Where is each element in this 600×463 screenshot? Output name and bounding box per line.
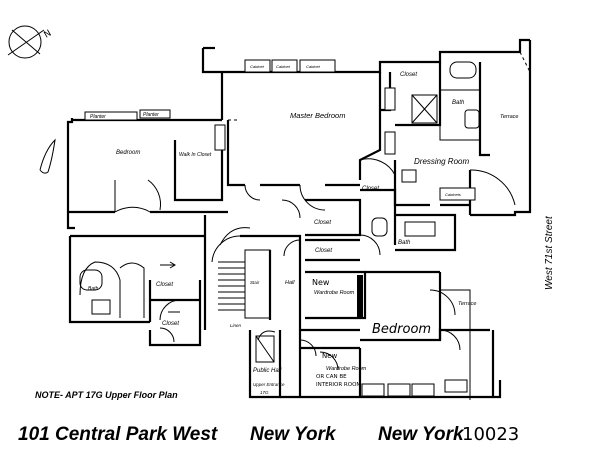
room-label-upper-entrance: Upper Entrance <box>253 382 285 387</box>
stair-arrows <box>160 261 180 313</box>
svg-text:Cabinets: Cabinets <box>445 192 461 197</box>
room-label-linen: Linen <box>230 323 242 328</box>
room-label-terrace-right: Terrace <box>458 301 476 307</box>
svg-text:Cabinet: Cabinet <box>306 64 321 69</box>
reference-lines <box>228 51 531 121</box>
fixtures: Cabinet Cabinet Cabinet Cabinets <box>79 59 480 397</box>
handwritten-notes: New Bedroom New OR CAN BE INTERIOR ROOM <box>312 278 431 388</box>
compass-label: N <box>43 29 54 41</box>
handwritten-new-2: New <box>322 352 338 360</box>
room-label-master-bedroom: Master Bedroom <box>290 111 345 120</box>
room-label-wardrobe-2: Wardrobe Room <box>326 366 367 372</box>
handwritten-or-can-be: OR CAN BE <box>316 374 347 380</box>
svg-text:Planter: Planter <box>143 112 159 118</box>
address: 101 Central Park West New York New York … <box>18 424 519 445</box>
room-label-hall: Hall <box>285 280 295 286</box>
room-label-closet-small: Closet <box>315 248 332 254</box>
interior-walls <box>68 62 490 399</box>
room-label-bedroom: Bedroom <box>116 150 140 156</box>
room-label-closet-master: Closet <box>400 72 417 78</box>
room-label-closet-hall: Closet <box>314 220 331 226</box>
arches <box>79 227 276 341</box>
room-label-unit-no: 17G <box>260 390 269 395</box>
room-label-terrace-top: Terrace <box>500 114 518 120</box>
room-label-wardrobe-1: Wardrobe Room <box>314 290 355 296</box>
room-label-bath-center: Bath <box>398 240 411 246</box>
address-street: 101 Central Park West <box>18 424 218 445</box>
compass-icon: N <box>7 25 54 59</box>
room-label-closet-left: Closet <box>156 282 173 288</box>
address-zip: 10023 <box>462 424 519 445</box>
street-label: West 71st Street <box>544 215 555 290</box>
stair-treads <box>211 235 245 311</box>
handwritten-squiggle <box>39 138 56 174</box>
planters: Planter Planter <box>84 109 171 121</box>
room-label-closet-center: Closet <box>362 186 379 192</box>
room-label-bath-master: Bath <box>452 100 465 106</box>
room-label-walk-in-closet: Walk In Closet <box>179 152 212 158</box>
room-labels: Master Bedroom Bedroom Walk In Closet Cl… <box>88 72 518 395</box>
address-city-state: New York <box>378 424 465 445</box>
door-swings <box>114 158 516 371</box>
room-label-public-hall: Public Hall <box>253 368 282 374</box>
handwritten-bedroom: Bedroom <box>372 322 431 337</box>
handwritten-interior-room: INTERIOR ROOM <box>316 382 361 388</box>
room-label-stair: Stair <box>250 280 260 285</box>
plan-note: NOTE- APT 17G Upper Floor Plan <box>35 390 178 400</box>
address-city: New York <box>250 424 337 445</box>
handwritten-new: New <box>312 278 330 287</box>
svg-text:Planter: Planter <box>90 114 106 120</box>
svg-text:Cabinet: Cabinet <box>250 64 265 69</box>
room-label-closet-lower-left: Closet <box>162 321 179 327</box>
room-label-dressing-room: Dressing Room <box>414 157 469 166</box>
svg-text:Cabinet: Cabinet <box>276 64 291 69</box>
room-label-bath-left: Bath <box>88 286 99 292</box>
